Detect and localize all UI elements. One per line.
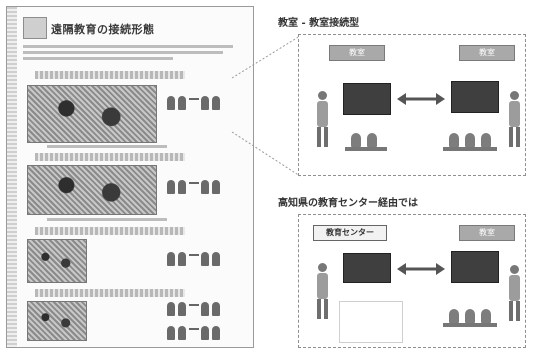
- section-label: [35, 153, 185, 161]
- classroom-photo: [27, 165, 157, 215]
- diagram1-left-tag: 教室: [329, 45, 385, 61]
- blackboard: [451, 251, 499, 283]
- document-panel: 遠隔教育の接続形態: [6, 6, 254, 348]
- classroom-photo: [27, 301, 87, 341]
- mini-diagram: [167, 175, 227, 199]
- student-figure: [367, 133, 377, 147]
- diagram2-title: 高知県の教育センター経由では: [278, 198, 418, 209]
- document-header-icon: [23, 17, 47, 39]
- classroom-photo: [27, 239, 87, 283]
- diagram1-title: 教室 - 教室接続型: [278, 18, 360, 29]
- student-figure: [449, 133, 459, 147]
- document-caption-line: [47, 218, 167, 221]
- document-title: 遠隔教育の接続形態: [51, 23, 155, 36]
- classroom-photo: [27, 85, 157, 143]
- student-figure: [465, 309, 475, 323]
- blackboard: [451, 81, 499, 113]
- bidirectional-arrow-icon: [397, 93, 445, 105]
- desk: [443, 147, 497, 151]
- blackboard: [343, 253, 391, 283]
- student-figure: [465, 133, 475, 147]
- document-text-line: [23, 51, 223, 54]
- diagram1-right-tag: 教室: [459, 45, 515, 61]
- bidirectional-arrow-icon: [397, 263, 445, 275]
- document-text-line: [23, 45, 233, 48]
- student-figure: [449, 309, 459, 323]
- diagram2-box: 教育センター 教室: [298, 214, 526, 348]
- empty-space-box: [339, 301, 403, 343]
- mini-diagram: [167, 297, 227, 321]
- document-text-line: [23, 57, 173, 60]
- mini-diagram: [167, 321, 227, 345]
- diagram2-left-tag: 教育センター: [313, 225, 387, 241]
- section-label: [35, 289, 185, 297]
- blackboard: [343, 83, 391, 115]
- mini-diagram: [167, 247, 227, 271]
- student-figure: [481, 309, 491, 323]
- student-figure: [351, 133, 361, 147]
- mini-diagram: [167, 91, 227, 115]
- desk: [443, 323, 497, 327]
- diagram1-box: 教室 教室: [298, 34, 526, 176]
- section-label: [35, 71, 185, 79]
- section-label: [35, 227, 185, 235]
- diagram2-right-tag: 教室: [459, 225, 515, 241]
- student-figure: [481, 133, 491, 147]
- desk: [345, 147, 387, 151]
- document-caption-line: [47, 145, 167, 148]
- document-binding-strip: [7, 7, 17, 347]
